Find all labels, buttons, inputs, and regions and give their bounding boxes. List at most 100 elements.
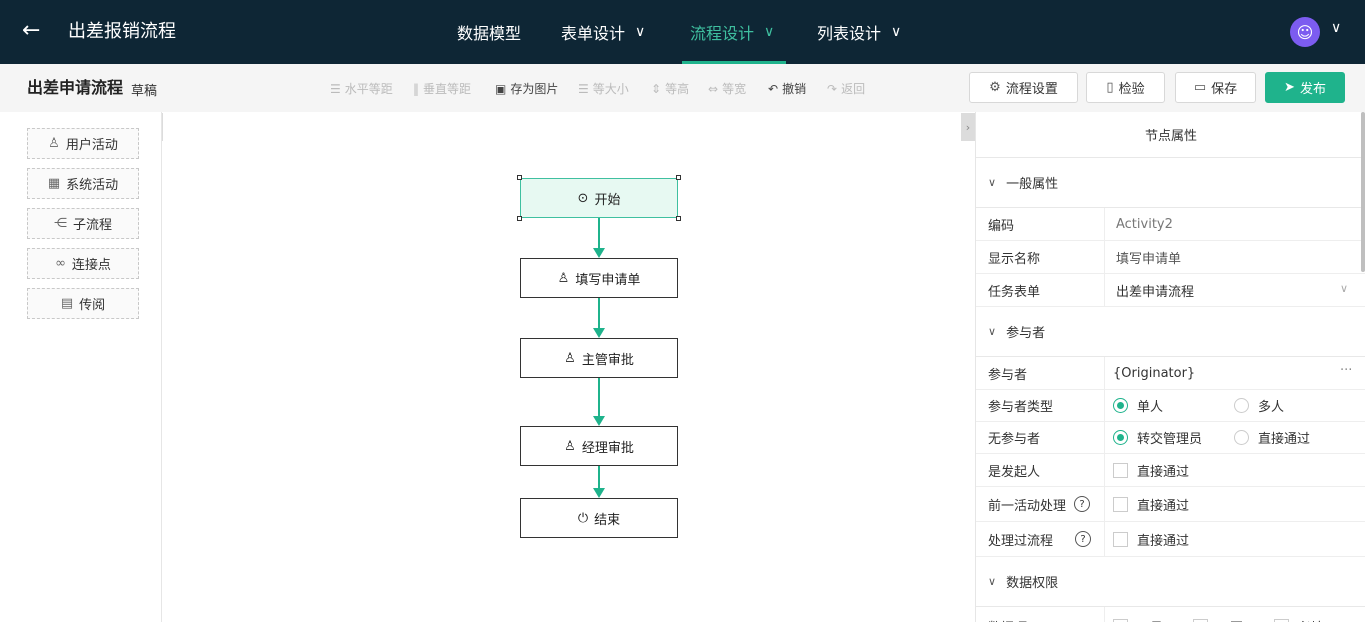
power-icon: ⏻ [577, 510, 589, 526]
flow-node-end[interactable]: ⏻结束 [520, 498, 678, 538]
arrow-head-icon [593, 248, 605, 258]
row-is-initiator: 是发起人 直接通过 [976, 454, 1365, 487]
tab-form-design[interactable]: 表单设计∨ [561, 24, 646, 43]
radio-checked-icon [1113, 430, 1128, 445]
page-title: 出差申请流程 [27, 78, 124, 97]
flow-node-fill-form[interactable]: ♙填写申请单 [520, 258, 678, 298]
palette-item-system-activity[interactable]: ▦系统活动 [27, 168, 139, 199]
flow-connector[interactable] [598, 218, 600, 250]
checkbox-prev-pass[interactable]: 直接通过 [1113, 487, 1189, 521]
radio-multiple[interactable]: 多人 [1234, 390, 1284, 421]
redo-icon: ↷ [827, 82, 838, 96]
same-width-icon: ⇔ [708, 82, 719, 96]
chevron-down-icon: ∨ [764, 24, 775, 40]
palette-item-circulate[interactable]: ▤传阅 [27, 288, 139, 319]
radio-checked-icon [1113, 398, 1128, 413]
palette-item-connector[interactable]: ∞连接点 [27, 248, 139, 279]
row-processed-flow: 处理过流程? 直接通过 [976, 522, 1365, 557]
play-circle-icon: ⊙ [577, 190, 589, 206]
tool-redo[interactable]: ↷返回 [827, 82, 866, 96]
radio-transfer-admin[interactable]: 转交管理员 [1113, 422, 1202, 453]
flow-node-start[interactable]: ⊙开始 [520, 178, 678, 218]
tab-data-model[interactable]: 数据模型 [457, 24, 522, 43]
link-icon: ∞ [55, 256, 66, 271]
document-icon: ▯ [1106, 80, 1114, 95]
image-icon: ▣ [495, 82, 507, 96]
flow-connector[interactable] [598, 298, 600, 330]
tool-undo[interactable]: ↶撤销 [768, 82, 807, 96]
checkbox-icon [1193, 618, 1208, 622]
same-size-icon: ☰ [578, 82, 589, 96]
chevron-down-icon[interactable]: ∨ [1340, 282, 1349, 295]
row-no-participant: 无参与者 转交管理员 直接通过 [976, 422, 1365, 454]
participant-field[interactable]: {Originator} [1113, 365, 1196, 381]
grid-icon: ▦ [47, 176, 61, 191]
flow-node-manager-approval[interactable]: ♙经理审批 [520, 426, 678, 466]
publish-button[interactable]: ➤发布 [1265, 72, 1345, 103]
display-name-field[interactable]: 填写申请单 [1116, 251, 1182, 267]
check-button[interactable]: ▯检验 [1086, 72, 1165, 103]
checkbox-visible[interactable]: 可见 [1113, 611, 1163, 622]
top-bar: ← 出差报销流程 数据模型 表单设计∨ 流程设计∨ 列表设计∨ ☺ ∨ [0, 0, 1365, 64]
section-general[interactable]: ∨一般属性 [976, 158, 1365, 208]
flow-connector[interactable] [598, 466, 600, 490]
radio-single[interactable]: 单人 [1113, 390, 1163, 421]
tool-horizontal-spacing[interactable]: ☰水平等距 [330, 82, 393, 96]
status-badge: 草稿 [131, 84, 158, 99]
row-data-item: 数据项 可见 可写 必填 [976, 607, 1365, 622]
resize-handle[interactable] [676, 175, 681, 180]
more-icon[interactable]: ··· [1340, 363, 1353, 378]
checkbox-icon [1113, 496, 1128, 512]
circulate-icon: ▤ [60, 296, 74, 311]
tab-list-design[interactable]: 列表设计∨ [817, 24, 902, 43]
section-participants[interactable]: ∨参与者 [976, 307, 1365, 357]
checkbox-writable[interactable]: 可写 [1193, 611, 1243, 622]
resize-handle[interactable] [517, 175, 522, 180]
task-form-select[interactable]: 出差申请流程 [1116, 284, 1195, 300]
palette-item-user-activity[interactable]: ♙用户活动 [27, 128, 139, 159]
checkbox-icon [1113, 531, 1128, 547]
tool-same-height[interactable]: ⇕等高 [651, 82, 690, 96]
help-icon[interactable]: ? [1075, 531, 1092, 547]
user-icon: ♙ [557, 270, 570, 286]
tool-vertical-spacing[interactable]: ‖垂直等距 [413, 82, 472, 96]
radio-direct-pass[interactable]: 直接通过 [1234, 422, 1310, 453]
scrollbar[interactable] [1361, 112, 1365, 272]
checkbox-icon [1274, 618, 1289, 622]
resize-handle[interactable] [676, 216, 681, 221]
flow-settings-button[interactable]: ⚙流程设置 [969, 72, 1078, 103]
checkbox-processed-pass[interactable]: 直接通过 [1113, 522, 1189, 556]
chevron-down-icon: ∨ [988, 575, 997, 588]
user-icon: ♙ [564, 438, 576, 454]
smiley-icon: ☺ [1296, 22, 1314, 42]
vertical-spacing-icon: ‖ [413, 82, 419, 96]
user-icon: ♙ [48, 136, 60, 151]
tab-flow-design[interactable]: 流程设计∨ [690, 24, 775, 43]
flow-connector[interactable] [598, 378, 600, 418]
arrow-head-icon [593, 328, 605, 338]
save-button[interactable]: ▭保存 [1175, 72, 1256, 103]
section-data-permission[interactable]: ∨数据权限 [976, 557, 1365, 607]
back-arrow-icon[interactable]: ← [22, 18, 41, 43]
collapse-right-icon[interactable]: › [961, 113, 975, 141]
flow-node-supervisor-approval[interactable]: ♙主管审批 [520, 338, 678, 378]
code-field[interactable]: Activity2 [1116, 216, 1173, 232]
checkbox-required[interactable]: 必填 [1274, 611, 1324, 622]
checkbox-initiator-pass[interactable]: 直接通过 [1113, 454, 1189, 486]
tool-same-width[interactable]: ⇔等宽 [708, 82, 747, 96]
send-icon: ➤ [1284, 80, 1295, 95]
help-icon[interactable]: ? [1074, 496, 1091, 512]
row-prev-activity: 前一活动处理? 直接通过 [976, 487, 1365, 522]
arrow-head-icon [593, 488, 605, 498]
row-display-name: 显示名称填写申请单 [976, 241, 1365, 274]
resize-handle[interactable] [517, 216, 522, 221]
chevron-down-icon[interactable]: ∨ [1331, 20, 1342, 36]
arrow-head-icon [593, 416, 605, 426]
avatar[interactable]: ☺ [1290, 17, 1320, 47]
tool-same-size[interactable]: ☰等大小 [578, 82, 629, 96]
horizontal-spacing-icon: ☰ [330, 82, 341, 96]
tool-save-image[interactable]: ▣存为图片 [495, 82, 559, 96]
save-icon: ▭ [1193, 80, 1207, 95]
palette-item-subprocess[interactable]: ⋲子流程 [27, 208, 139, 239]
chevron-down-icon: ∨ [988, 325, 997, 338]
